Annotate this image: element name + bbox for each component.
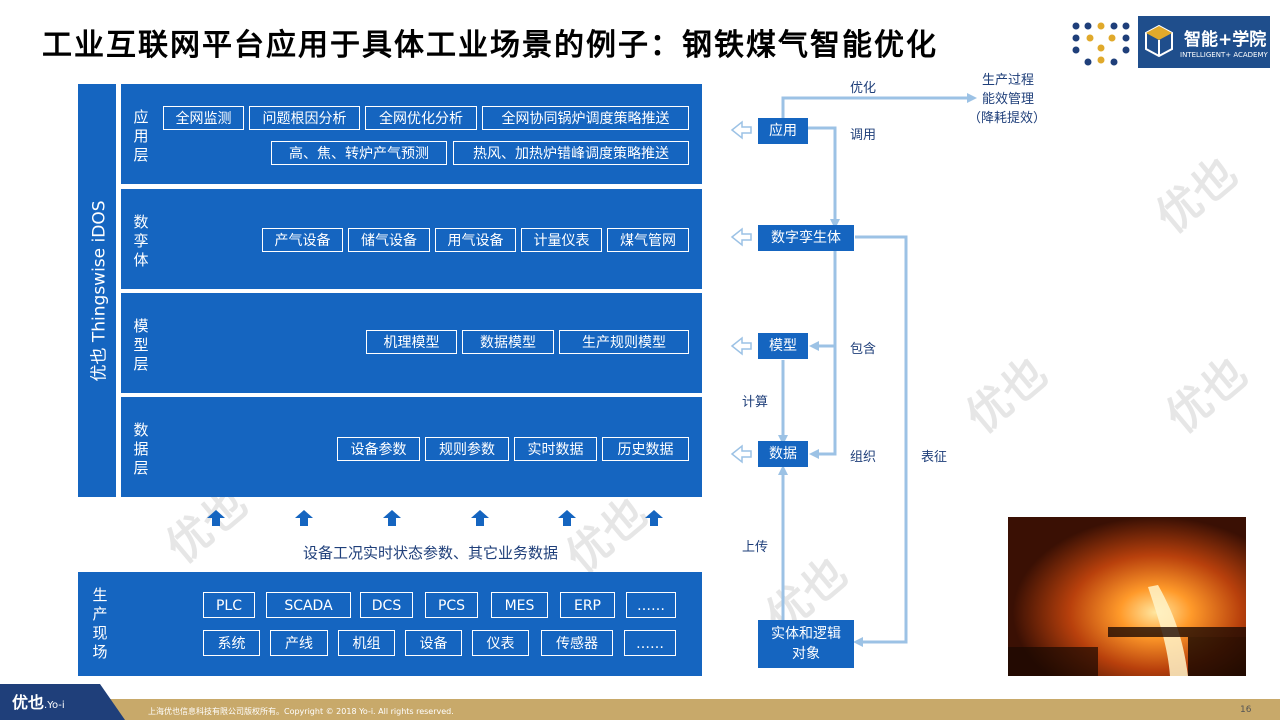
twin-item: 计量仪表 — [521, 228, 602, 252]
model-item: 生产规则模型 — [559, 330, 689, 354]
app-item: 热风、加热炉错峰调度策略推送 — [453, 141, 689, 165]
flow-connectors — [730, 93, 977, 647]
field-asset: 系统 — [203, 630, 260, 656]
platform-label: 优也 Thingswise iDOS — [89, 199, 110, 382]
footer-logo: 优也.Yo-i — [12, 689, 65, 713]
field-system: ERP — [560, 592, 615, 618]
arrow-head-icon — [809, 341, 819, 351]
digital-twin-layer: 数孪体 产气设备 储气设备 用气设备 计量仪表 煤气管网 — [121, 189, 702, 289]
model-item: 数据模型 — [462, 330, 554, 354]
steel-furnace-photo — [1008, 517, 1246, 676]
field-system: PLC — [203, 592, 255, 618]
field-system: MES — [491, 592, 548, 618]
data-item: 设备参数 — [337, 437, 420, 461]
flow-node-entity: 实体和逻辑对象 — [758, 620, 854, 668]
app-item: 全网优化分析 — [365, 106, 477, 130]
yoi-dots-logo-icon — [1072, 22, 1130, 66]
up-arrow-icon — [295, 510, 313, 526]
flow-node-digital-twin: 数字孪生体 — [758, 225, 854, 251]
field-asset: 机组 — [338, 630, 395, 656]
layer-label: 应用层 — [133, 108, 149, 164]
hollow-left-arrow-icon — [730, 336, 752, 356]
arrow-head-icon — [967, 93, 977, 103]
data-source-caption: 设备工况实时状态参数、其它业务数据 — [303, 544, 559, 562]
page-title: 工业互联网平台应用于具体工业场景的例子：钢铁煤气智能优化 — [42, 28, 938, 63]
twin-item: 储气设备 — [348, 228, 430, 252]
result-line: 生产过程 — [982, 73, 1035, 88]
footer-logo-suffix: .Yo-i — [44, 700, 65, 711]
field-asset: 产线 — [270, 630, 328, 656]
arrow-head-icon — [778, 465, 788, 475]
hollow-left-arrow-icon — [730, 227, 752, 247]
up-arrow-icon — [383, 510, 401, 526]
app-item: 全网协同锅炉调度策略推送 — [482, 106, 689, 130]
watermark-glyph: 优也 — [1146, 147, 1247, 244]
flow-label-upload: 上传 — [742, 540, 769, 555]
hollow-left-arrow-icon — [730, 120, 752, 140]
up-arrow-icon — [207, 510, 225, 526]
footer-copyright: 上海优也信息科技有限公司版权所有。Copyright © 2018 Yo-i. … — [148, 707, 454, 716]
field-asset: 仪表 — [472, 630, 529, 656]
production-field: 生产现场 PLC SCADA DCS PCS MES ERP …… 系统 产线 … — [78, 572, 702, 676]
arrow-head-icon — [809, 449, 819, 459]
data-item: 历史数据 — [602, 437, 689, 461]
academy-name: 智能+学院 — [1184, 30, 1267, 50]
flow-node-model: 模型 — [758, 333, 808, 359]
flow-label-compute: 计算 — [742, 395, 769, 410]
field-asset: 传感器 — [541, 630, 613, 656]
field-system: …… — [626, 592, 676, 618]
application-layer: 应用层 全网监测 问题根因分析 全网优化分析 全网协同锅炉调度策略推送 高、焦、… — [121, 84, 702, 184]
footer-band — [0, 684, 1280, 720]
flow-label-optimize: 优化 — [850, 81, 877, 96]
layer-label: 模型层 — [133, 317, 149, 373]
footer-logo-text: 优也 — [12, 693, 45, 712]
app-item: 全网监测 — [163, 106, 244, 130]
app-item: 问题根因分析 — [249, 106, 360, 130]
layer-label: 数据层 — [133, 421, 149, 477]
upload-arrows — [207, 510, 663, 526]
flow-label-represent: 表征 — [921, 450, 948, 465]
up-arrow-icon — [558, 510, 576, 526]
field-label: 生产现场 — [92, 586, 108, 661]
platform-bar: 优也 Thingswise iDOS — [78, 84, 116, 497]
field-asset: …… — [624, 630, 676, 656]
arrow-head-icon — [778, 435, 788, 445]
watermark-glyph: 优也 — [1156, 347, 1257, 444]
up-arrow-icon — [645, 510, 663, 526]
field-asset: 设备 — [405, 630, 462, 656]
result-line: 能效管理 — [982, 92, 1035, 107]
flow-label-call: 调用 — [850, 128, 877, 143]
page-number: 16 — [1240, 705, 1252, 715]
layer-label: 数孪体 — [133, 213, 149, 269]
field-system: SCADA — [266, 592, 351, 618]
app-item: 高、焦、转炉产气预测 — [271, 141, 447, 165]
academy-name-en: INTELLIGENT+ ACADEMY — [1180, 51, 1268, 59]
flow-node-app: 应用 — [758, 118, 808, 144]
hollow-left-arrow-icon — [730, 444, 752, 464]
flow-label-contain: 包含 — [850, 342, 877, 357]
arrow-head-icon — [830, 219, 840, 229]
flow-node-data: 数据 — [758, 441, 808, 467]
field-system: PCS — [425, 592, 478, 618]
twin-item: 产气设备 — [262, 228, 343, 252]
data-item: 实时数据 — [514, 437, 597, 461]
arrow-head-icon — [853, 637, 863, 647]
flow-label-organize: 组织 — [850, 450, 877, 465]
data-item: 规则参数 — [425, 437, 509, 461]
twin-item: 煤气管网 — [607, 228, 689, 252]
twin-item: 用气设备 — [435, 228, 516, 252]
academy-logo: 智能+学院 INTELLIGENT+ ACADEMY — [1138, 16, 1270, 68]
model-layer: 模型层 机理模型 数据模型 生产规则模型 — [121, 293, 702, 393]
result-line: （降耗提效） — [968, 111, 1047, 126]
cube-icon — [1145, 24, 1173, 58]
model-item: 机理模型 — [366, 330, 457, 354]
up-arrow-icon — [471, 510, 489, 526]
field-system: DCS — [360, 592, 413, 618]
data-layer: 数据层 设备参数 规则参数 实时数据 历史数据 — [121, 397, 702, 497]
